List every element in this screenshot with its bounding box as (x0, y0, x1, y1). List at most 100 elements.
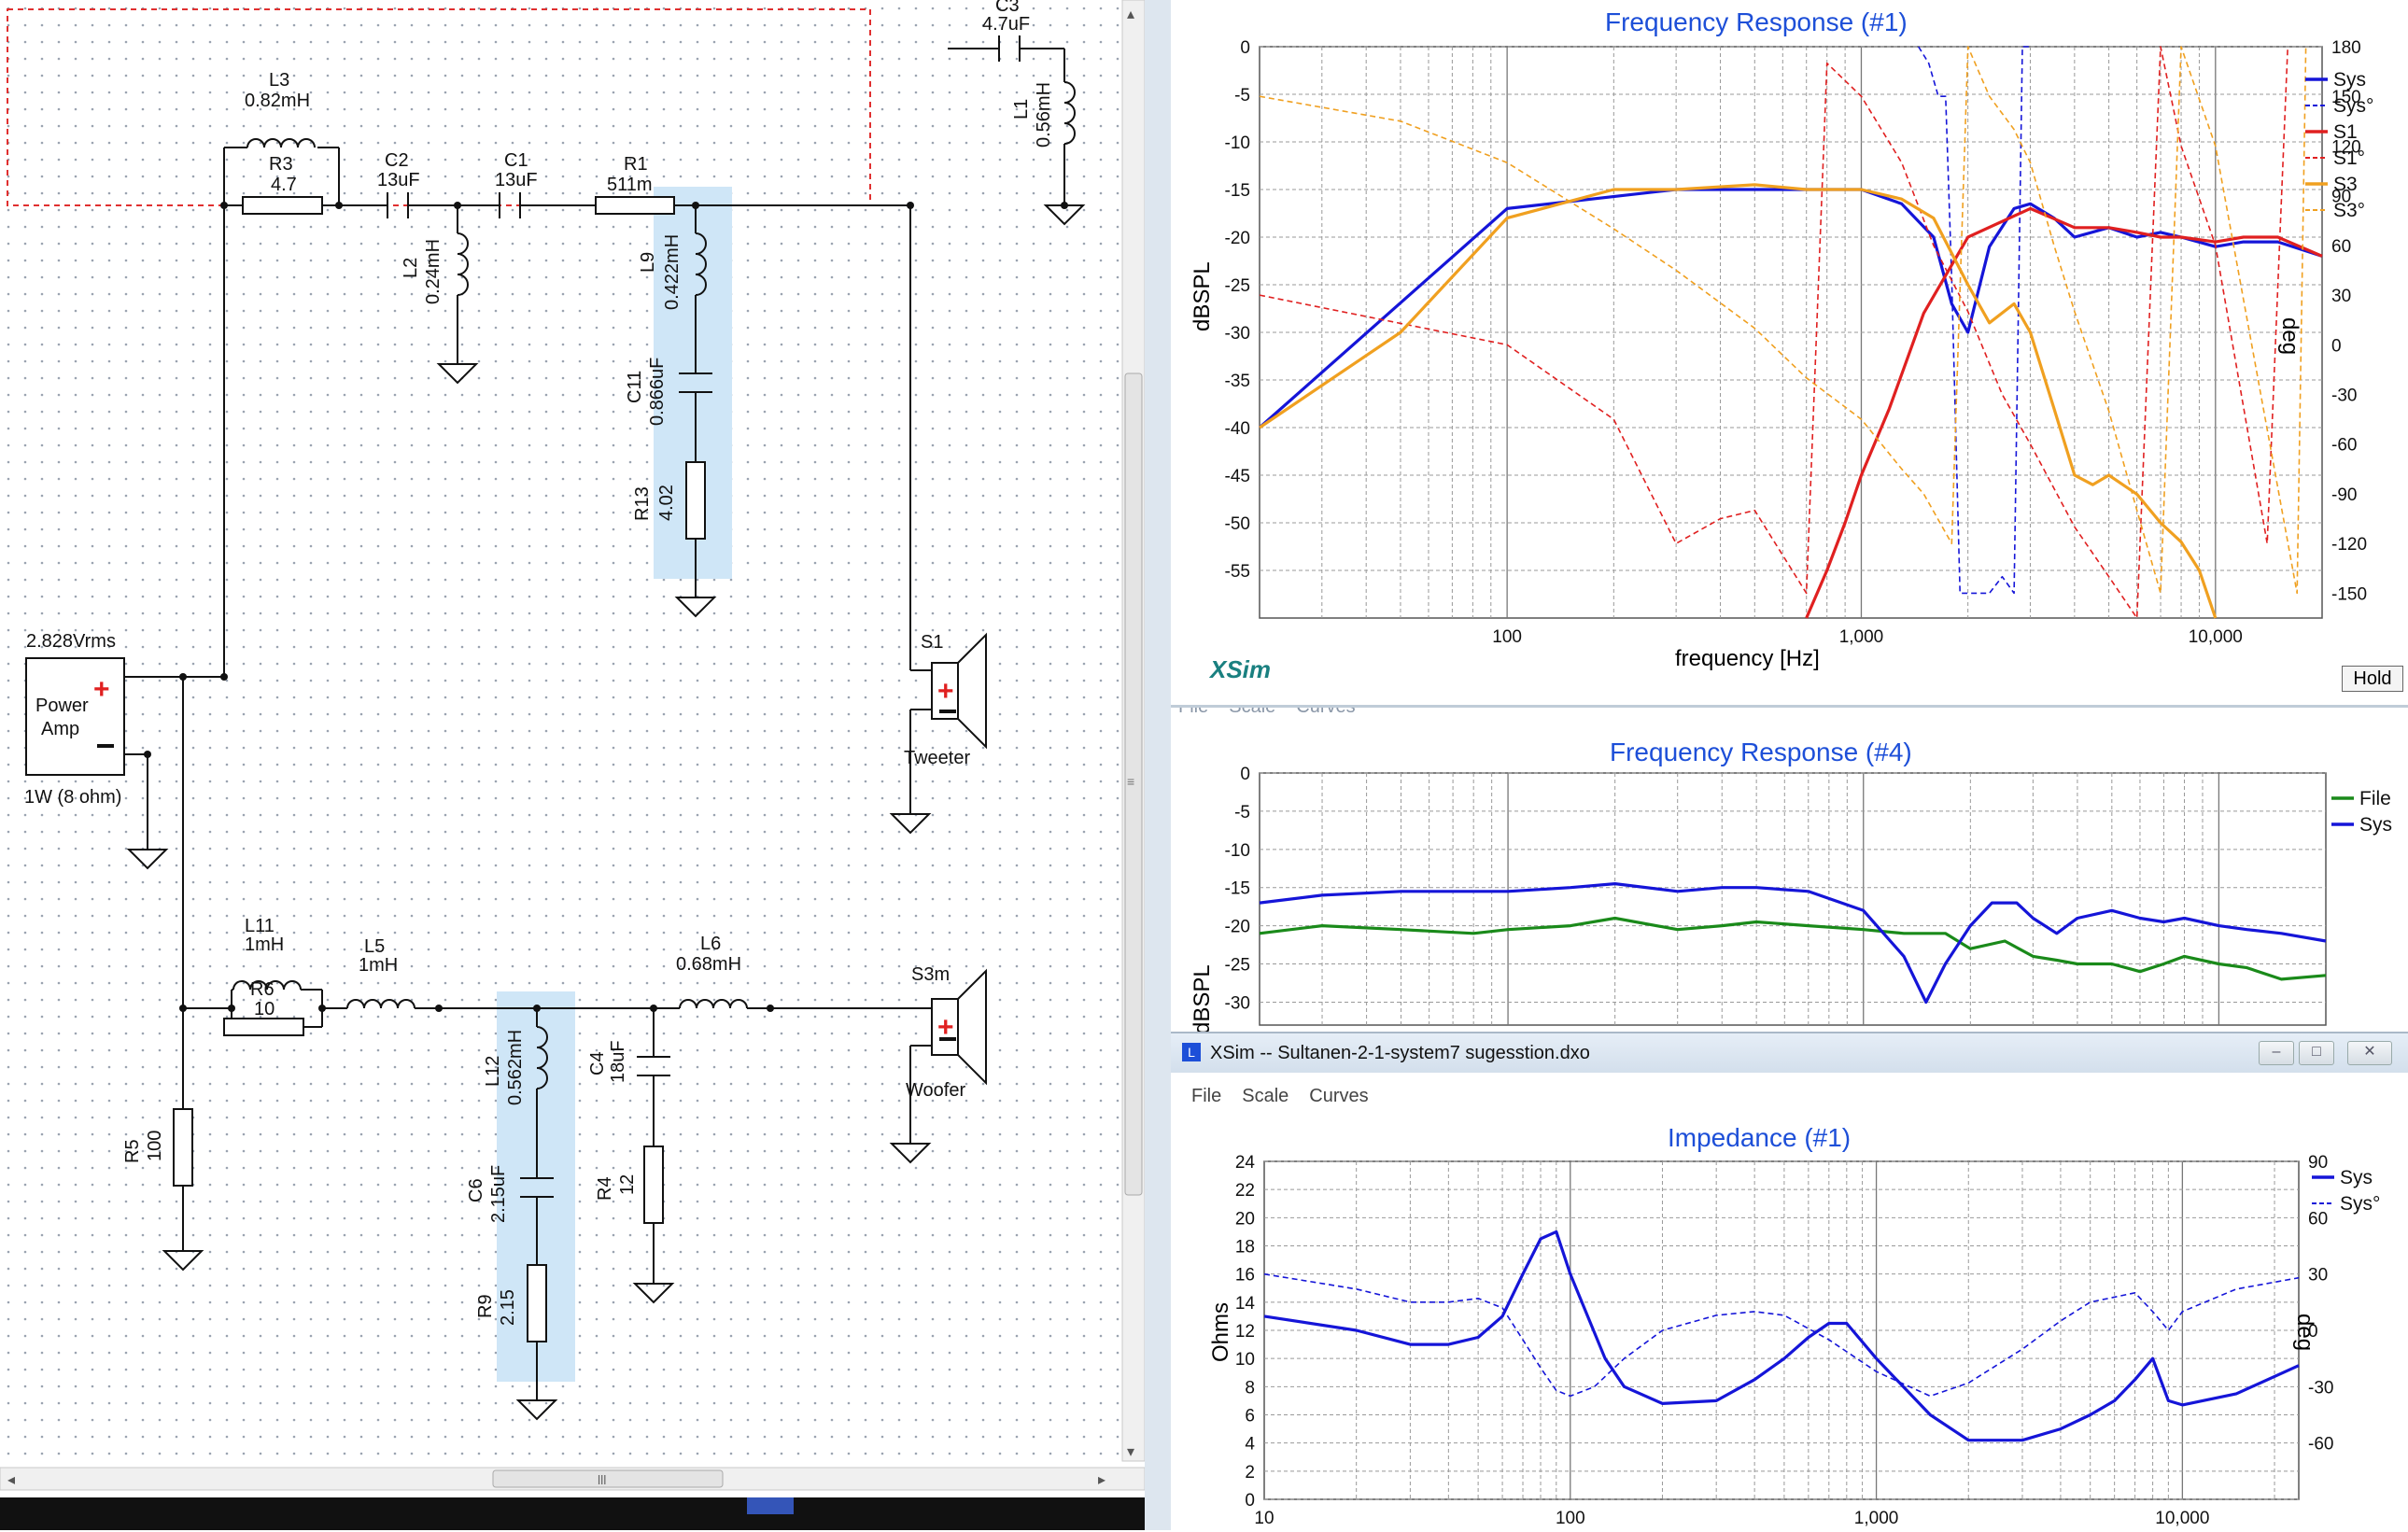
R1-value: 511m (607, 175, 653, 195)
y2-tick-label: -90 (2331, 485, 2357, 505)
impedance-window[interactable]: L XSim -- Sultanen-2-1-system7 sugesstio… (1171, 1032, 2408, 1532)
legend-label: File (2359, 788, 2391, 809)
legend-label: Sys (2340, 1167, 2373, 1188)
legend-label: Sys° (2340, 1193, 2380, 1215)
y-tick-label: -55 (1225, 562, 1250, 582)
svg-text:+: + (937, 1012, 954, 1043)
R3-ref: R3 (269, 154, 293, 175)
y-tick-label: 20 (1235, 1209, 1255, 1229)
x-tick-label: 1,000 (1839, 627, 1884, 647)
C6-ref: C6 (466, 1178, 486, 1202)
close-button[interactable]: ✕ (2347, 1041, 2392, 1065)
L1-ref: L1 (1011, 99, 1032, 119)
R1-ref: R1 (624, 154, 648, 175)
series-line-s3-phase (1259, 46, 2307, 595)
x-tick-label: 100 (1556, 1509, 1585, 1528)
svg-text:+: + (93, 674, 110, 705)
L2-ref: L2 (401, 258, 421, 278)
fr1-xlabel: frequency [Hz] (1675, 646, 1820, 671)
y2-tick-label: 180 (2331, 38, 2361, 58)
y2-tick-label: 0 (2331, 336, 2342, 356)
y-tick-label: -30 (1225, 324, 1250, 344)
S1-value: Tweeter (904, 748, 970, 768)
x-tick-label: 1,000 (1854, 1509, 1899, 1528)
maximize-button[interactable]: □ (2299, 1041, 2334, 1065)
svg-text:◂: ◂ (7, 1472, 15, 1488)
R13-ref: R13 (632, 486, 653, 521)
y2-tick-label: 90 (2331, 188, 2351, 207)
legend-label: Sys (2333, 69, 2366, 91)
R5-ref: R5 (122, 1139, 143, 1163)
minimize-button[interactable]: – (2259, 1041, 2294, 1065)
R4-value: 12 (617, 1174, 638, 1195)
y-tick-label: -5 (1234, 803, 1250, 822)
ground-icons (126, 204, 1086, 1421)
R6-value: 10 (254, 999, 275, 1019)
fr4-ylabel: dBSPL (1190, 964, 1215, 1034)
S3m-ref: S3m (911, 964, 950, 985)
R6-ref: R6 (250, 979, 275, 1000)
S1-ref: S1 (921, 632, 943, 653)
imp-menu-scale[interactable]: Scale (1242, 1086, 1289, 1106)
R13-value: 4.02 (656, 485, 677, 521)
y2-tick-label: 30 (2331, 287, 2351, 306)
y-tick-label: 0 (1245, 1491, 1255, 1511)
fr1-window[interactable]: Frequency Response (#1) 0-5-10-15-20-25-… (1171, 0, 2408, 708)
source-name-label-2: Amp (41, 719, 79, 739)
x-tick-label: 10,000 (2189, 627, 2243, 647)
L6-ref: L6 (700, 934, 721, 954)
L3-ref: L3 (269, 70, 289, 91)
series-line-file (1259, 916, 2327, 981)
scroll-thumb-grip: lll (598, 1472, 606, 1487)
y2-tick-label: -60 (2308, 1435, 2333, 1455)
horizontal-scrollbar[interactable]: lll ◂ ▸ (0, 1467, 1146, 1491)
fr4-menu-curves[interactable]: Curves (1296, 708, 1355, 718)
y2-tick-label: 60 (2331, 237, 2351, 257)
fr4-window[interactable]: File Scale Curves Frequency Response (#4… (1171, 708, 2408, 1034)
svg-text:▾: ▾ (1127, 1444, 1134, 1460)
impedance-window-title: XSim -- Sultanen-2-1-system7 sugesstion.… (1210, 1043, 1590, 1063)
R4-ref: R4 (595, 1176, 615, 1201)
svg-text:▴: ▴ (1127, 7, 1134, 22)
imp-menu-file[interactable]: File (1191, 1086, 1222, 1106)
series-line-sys (1259, 882, 2327, 1005)
svg-text:+: + (937, 676, 954, 707)
fr4-menu-file[interactable]: File (1178, 708, 1208, 718)
y-tick-label: 22 (1235, 1181, 1255, 1201)
hold-button[interactable]: Hold (2342, 666, 2403, 692)
legend-label: S1° (2333, 148, 2365, 169)
impedance-menubar: File Scale Curves (1191, 1086, 1369, 1107)
y-tick-label: 0 (1240, 765, 1250, 784)
y-tick-label: -35 (1225, 372, 1250, 391)
svg-text:▸: ▸ (1098, 1472, 1105, 1488)
L5-ref: L5 (364, 936, 385, 957)
C4-ref: C4 (587, 1051, 608, 1075)
fr1-plot[interactable]: 0-5-10-15-20-25-30-35-40-45-50-551801501… (1171, 0, 2408, 705)
L9-value: 0.422mH (662, 234, 683, 310)
series-line-s1-phase (1259, 46, 2288, 619)
imp-menu-curves[interactable]: Curves (1309, 1086, 1369, 1106)
imp-y2label: deg (2292, 1314, 2317, 1352)
y2-tick-label: -150 (2331, 584, 2367, 604)
schematic-canvas[interactable]: + + + 2.828Vrms Power Amp 1W (8 ohm) L3 … (0, 0, 1171, 1530)
series-line-s3 (1259, 183, 2218, 619)
series-line-s1 (1805, 206, 2323, 619)
series-line-sys (1263, 1230, 2300, 1442)
y-tick-label: -25 (1225, 276, 1250, 296)
y2-tick-label: 30 (2308, 1266, 2328, 1286)
legend-label: S3 (2333, 174, 2358, 195)
S3m-value: Woofer (906, 1080, 965, 1101)
L12-ref: L12 (483, 1056, 503, 1087)
impedance-titlebar[interactable]: L XSim -- Sultanen-2-1-system7 sugesstio… (1171, 1033, 2408, 1073)
polarity-marks: + + + (93, 674, 956, 1043)
legend-label: S1 (2333, 121, 2358, 143)
C11-value: 0.866uF (647, 358, 668, 426)
fr4-menu-scale[interactable]: Scale (1229, 708, 1275, 718)
vertical-scrollbar[interactable]: ≡ ▴ ▾ (1121, 0, 1146, 1462)
L1-value: 0.56mH (1034, 82, 1054, 148)
y2-tick-label: 0 (2308, 1322, 2318, 1342)
y-tick-label: 0 (1240, 38, 1250, 58)
y-tick-label: -20 (1225, 918, 1250, 937)
